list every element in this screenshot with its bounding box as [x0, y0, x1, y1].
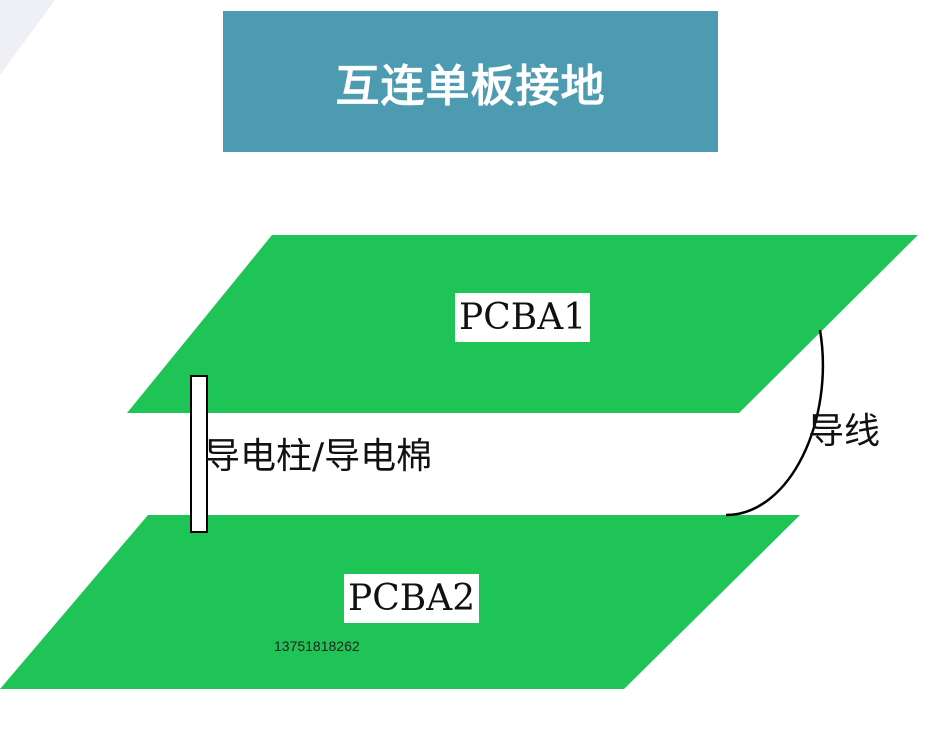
wire-label: 导线 [808, 411, 881, 452]
pcba2-label: PCBA2 [344, 574, 480, 623]
page-title: 互连单板接地 [335, 60, 606, 112]
corner-decoration [0, 0, 55, 75]
standoff-label: 导电柱/导电棉 [204, 436, 433, 477]
pcba1-label: PCBA1 [455, 293, 591, 342]
ground-wire [725, 329, 825, 517]
conductive-standoff [190, 375, 208, 533]
title-banner: 互连单板接地 [223, 11, 718, 152]
watermark-number: 13751818262 [274, 638, 360, 654]
